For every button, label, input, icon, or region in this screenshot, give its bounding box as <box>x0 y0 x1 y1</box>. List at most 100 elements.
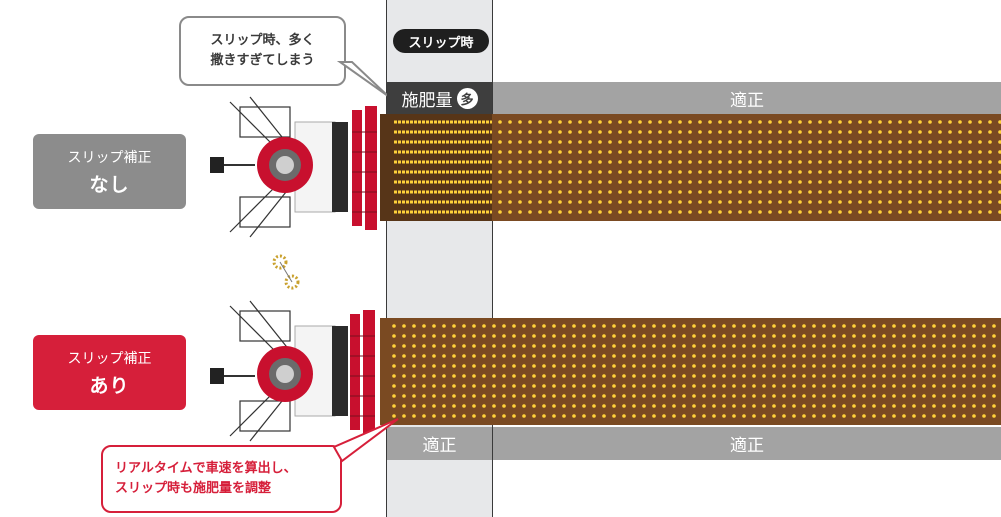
seed-dot <box>558 170 562 174</box>
seed-dot <box>762 414 766 418</box>
seed-dot <box>902 394 906 398</box>
seed-dot <box>762 334 766 338</box>
seed-dot <box>942 374 946 378</box>
seed-dot <box>622 324 626 328</box>
label-with-correction-line2: あり <box>89 374 130 397</box>
seed-dot <box>642 324 646 328</box>
seed-dot <box>738 140 742 144</box>
seed-dot <box>402 334 406 338</box>
seed-dot <box>882 414 886 418</box>
seed-dot <box>702 394 706 398</box>
seed-dot <box>772 364 776 368</box>
seed-dot <box>678 120 682 124</box>
seed-dot <box>788 120 792 124</box>
seed-dot <box>798 160 802 164</box>
seed-dot <box>882 374 886 378</box>
seed-dot <box>982 404 986 408</box>
seed-dot <box>992 404 996 408</box>
seed-dot <box>882 344 886 348</box>
seed-dot <box>778 190 782 194</box>
seed-dot <box>998 120 1001 124</box>
seed-dot <box>902 374 906 378</box>
seed-dot <box>518 140 522 144</box>
seed-dot <box>872 394 876 398</box>
seed-dot <box>782 374 786 378</box>
seed-dot <box>768 180 772 184</box>
seed-dot <box>918 200 922 204</box>
seed-dot <box>632 324 636 328</box>
seed-dot <box>682 334 686 338</box>
seed-dot <box>768 160 772 164</box>
seed-dot <box>812 384 816 388</box>
seed-dot <box>568 120 572 124</box>
seed-dot <box>938 200 942 204</box>
seed-dot <box>678 130 682 134</box>
seed-dot <box>992 394 996 398</box>
seed-dot <box>682 344 686 348</box>
seed-dot <box>678 190 682 194</box>
seed-dot <box>432 384 436 388</box>
seed-dot <box>442 324 446 328</box>
seed-dot <box>668 210 672 214</box>
seed-dot <box>498 190 502 194</box>
seed-dot <box>902 404 906 408</box>
seed-dot <box>578 180 582 184</box>
seed-dot <box>508 190 512 194</box>
seed-dot <box>828 120 832 124</box>
seed-dot <box>532 364 536 368</box>
seed-dot <box>668 160 672 164</box>
seed-dot <box>572 404 576 408</box>
seed-dot <box>912 414 916 418</box>
seed-dot <box>868 200 872 204</box>
top-field-strip <box>380 114 1001 221</box>
seed-dot <box>598 160 602 164</box>
seed-dot <box>688 180 692 184</box>
seed-dot <box>812 334 816 338</box>
seed-dot <box>528 180 532 184</box>
seed-dot <box>838 120 842 124</box>
seed-dot <box>682 324 686 328</box>
seed-dot <box>872 324 876 328</box>
seed-dot <box>972 384 976 388</box>
seed-dot <box>842 404 846 408</box>
seed-dot <box>552 334 556 338</box>
seed-dot <box>932 374 936 378</box>
seed-dot <box>552 324 556 328</box>
seed-dot <box>402 384 406 388</box>
seed-dot <box>522 374 526 378</box>
seed-dot <box>858 150 862 154</box>
seed-dot <box>748 170 752 174</box>
seed-dot <box>862 334 866 338</box>
seed-dot <box>812 394 816 398</box>
seed-dot <box>928 120 932 124</box>
seed-dot <box>878 180 882 184</box>
seed-dot <box>712 394 716 398</box>
seed-dot <box>828 190 832 194</box>
seed-dot <box>828 140 832 144</box>
seed-dot <box>818 200 822 204</box>
seed-dot <box>778 170 782 174</box>
seed-dot <box>452 364 456 368</box>
seed-dot <box>522 384 526 388</box>
seed-dot <box>492 364 496 368</box>
seed-dot <box>778 210 782 214</box>
seed-dot <box>948 120 952 124</box>
seed-dot <box>402 394 406 398</box>
seed-dot <box>698 190 702 194</box>
seed-dot <box>972 354 976 358</box>
seed-dot <box>988 140 992 144</box>
seed-dot <box>928 160 932 164</box>
seed-dot <box>618 140 622 144</box>
seed-dot <box>572 324 576 328</box>
seed-dot <box>832 364 836 368</box>
seed-dot <box>908 140 912 144</box>
seed-dot <box>528 130 532 134</box>
seed-dot <box>862 374 866 378</box>
seed-dot <box>542 354 546 358</box>
seed-dot <box>512 384 516 388</box>
seed-dot <box>918 190 922 194</box>
seed-dot <box>702 354 706 358</box>
seed-dot <box>922 354 926 358</box>
seed-dot <box>482 414 486 418</box>
seed-dot <box>872 334 876 338</box>
